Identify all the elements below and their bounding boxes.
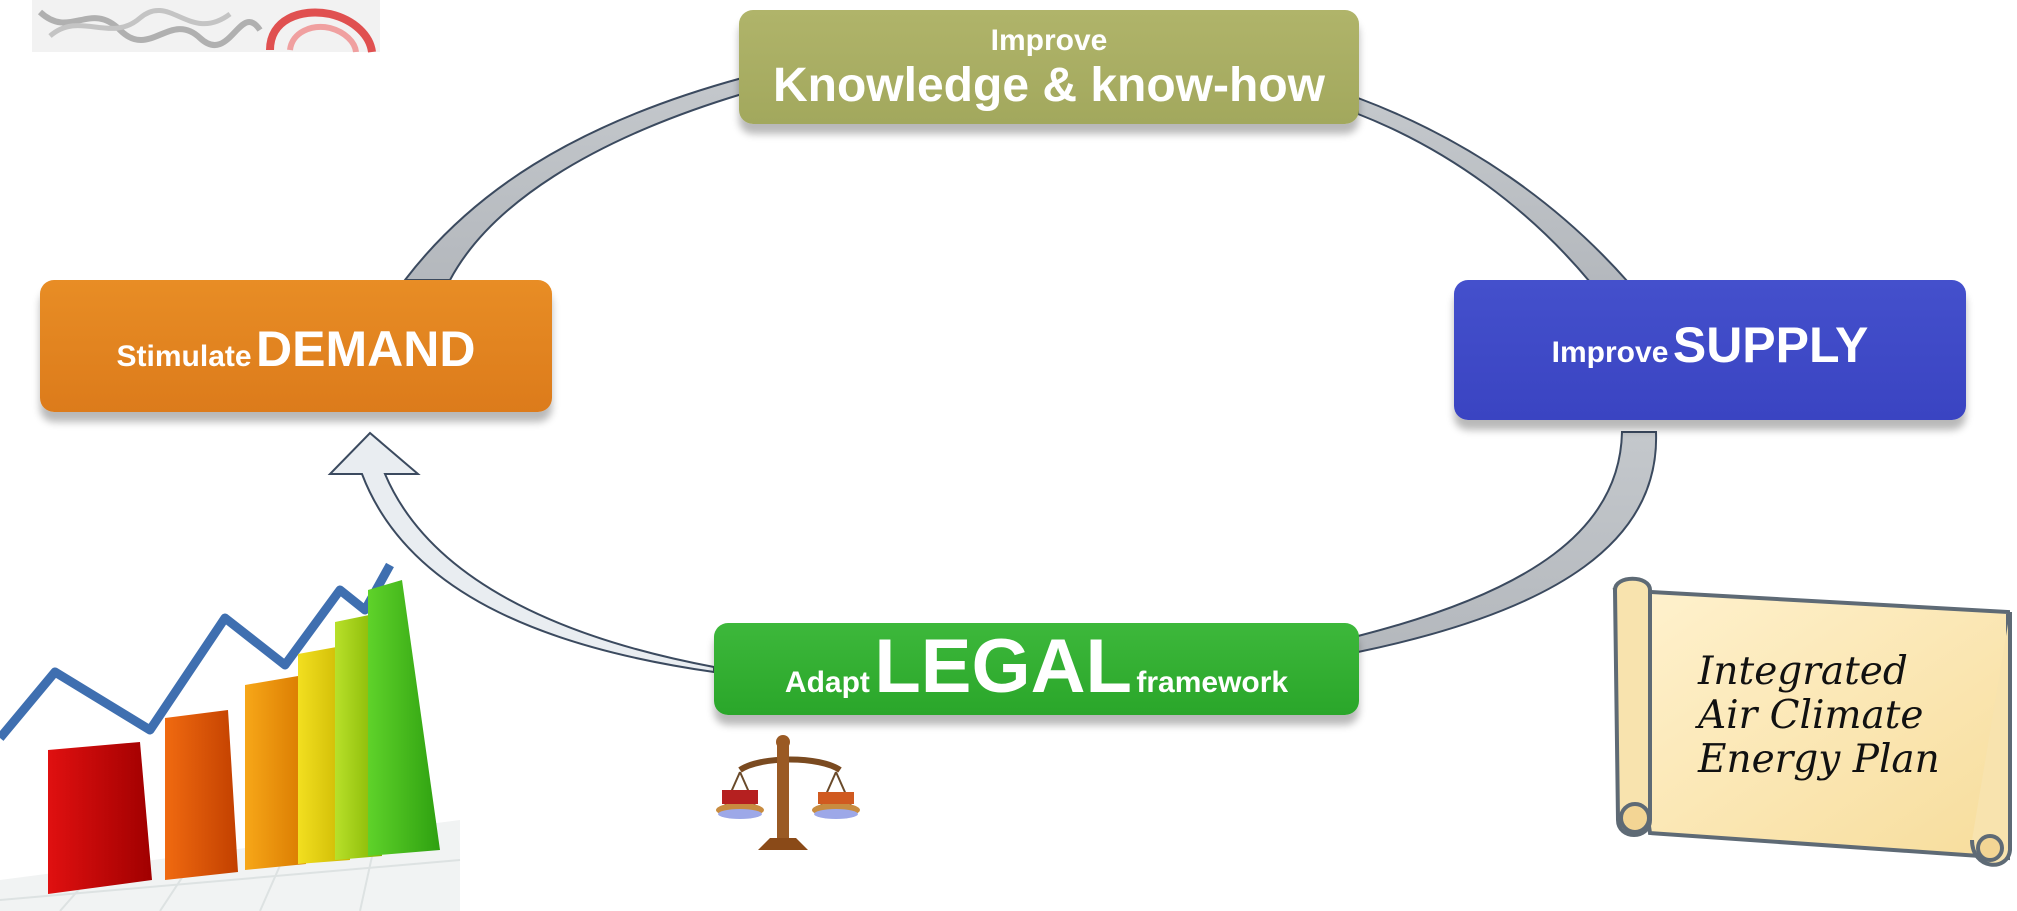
- scales-of-justice-icon: [716, 735, 860, 855]
- arrow-knowledge-to-supply: [1357, 96, 1631, 283]
- supply-box: Improve SUPPLY: [1454, 280, 1966, 420]
- supply-title: SUPPLY: [1672, 317, 1869, 373]
- network-doodle-image: [32, 0, 380, 53]
- arrow-demand-to-knowledge: [402, 76, 743, 281]
- knowledge-box: Improve Knowledge & know-how: [739, 10, 1359, 124]
- supply-prefix: Improve: [1551, 336, 1669, 369]
- arrow-supply-to-legal: [1357, 431, 1658, 654]
- legal-box: Adapt LEGAL framework: [714, 623, 1359, 715]
- scroll-line-2: Air Climate: [1698, 693, 1924, 738]
- knowledge-prefix: Improve: [990, 24, 1108, 57]
- rising-bar-chart-image: [0, 562, 461, 911]
- scroll-line-3: Energy Plan: [1698, 737, 1940, 782]
- legal-suffix: framework: [1136, 666, 1289, 699]
- legal-prefix: Adapt: [784, 666, 870, 699]
- parchment-scroll-icon: [1612, 576, 2012, 867]
- demand-prefix: Stimulate: [116, 340, 252, 373]
- demand-title: DEMAND: [256, 321, 476, 377]
- demand-box: Stimulate DEMAND: [40, 280, 552, 412]
- scroll-text: Integrated Air Climate Energy Plan: [1698, 650, 1940, 782]
- legal-title: LEGAL: [874, 624, 1132, 709]
- scroll-line-1: Integrated: [1698, 649, 1908, 694]
- arrow-legal-to-demand: [327, 431, 715, 674]
- knowledge-title: Knowledge & know-how: [773, 59, 1325, 112]
